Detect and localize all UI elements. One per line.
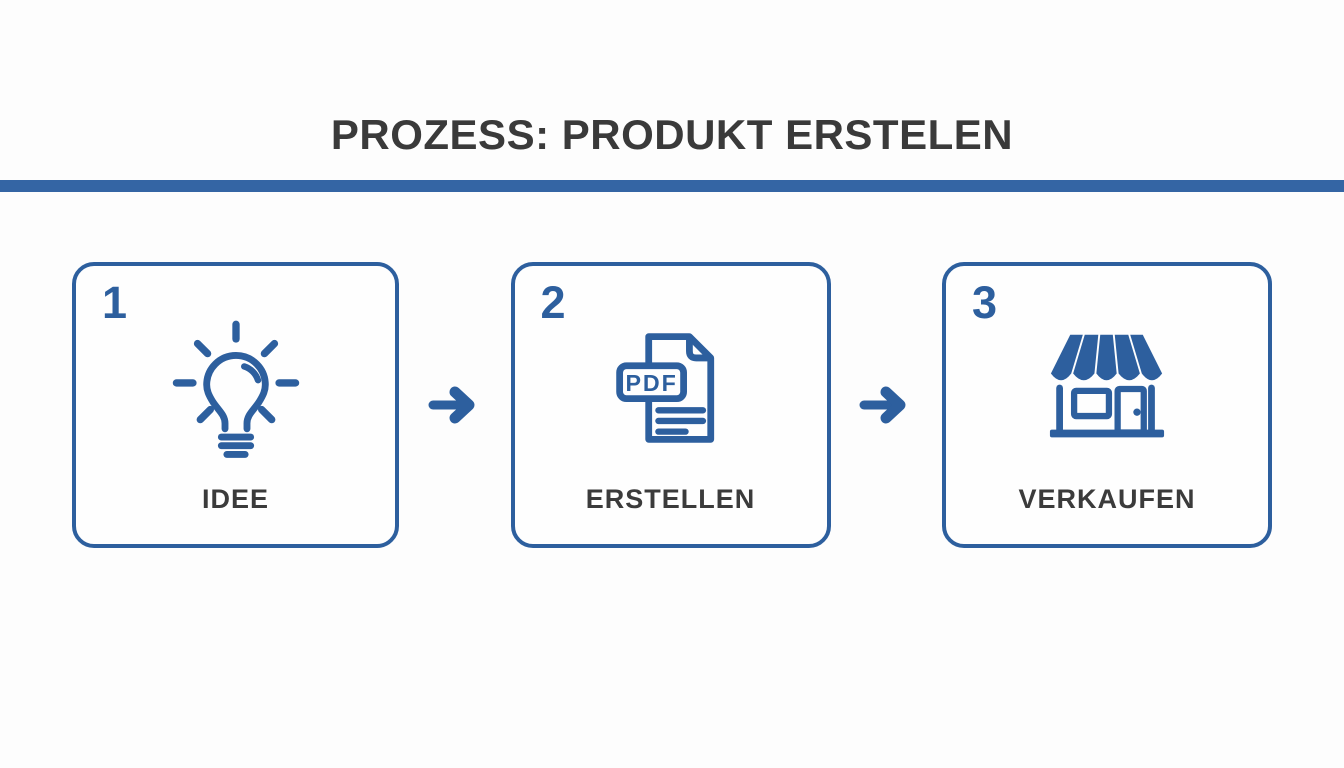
- pdf-file-icon: PDF: [615, 333, 714, 443]
- storefront-icon: [1049, 334, 1165, 438]
- step-number: 1: [102, 277, 128, 328]
- step-label: ERSTELLEN: [585, 484, 756, 514]
- step-card-erstellen: 2 PDF ERSTELLEN: [510, 262, 831, 548]
- page-title: PROZESS: PRODUKT ERSTELEN: [330, 111, 1014, 158]
- title-divider: [0, 180, 1344, 192]
- arrow-right-icon: [859, 386, 906, 424]
- lightbulb-icon: [172, 320, 299, 458]
- step-connector: [399, 262, 511, 548]
- step-card-idee: 1: [72, 262, 399, 548]
- step-icon-area: PDF: [608, 294, 734, 482]
- step-connector: [831, 262, 943, 548]
- step-label: VERKAUFEN: [1018, 484, 1196, 514]
- step-icon-area: [1044, 294, 1170, 482]
- step-icon-area: [167, 294, 305, 482]
- step-number: 2: [540, 277, 566, 328]
- arrow-right-icon: [428, 386, 475, 424]
- steps-row: 1: [72, 262, 1272, 548]
- step-label: IDEE: [201, 484, 270, 514]
- step-card-verkaufen: 3: [942, 262, 1272, 548]
- step-number: 3: [972, 277, 998, 328]
- pdf-badge-label: PDF: [625, 370, 677, 396]
